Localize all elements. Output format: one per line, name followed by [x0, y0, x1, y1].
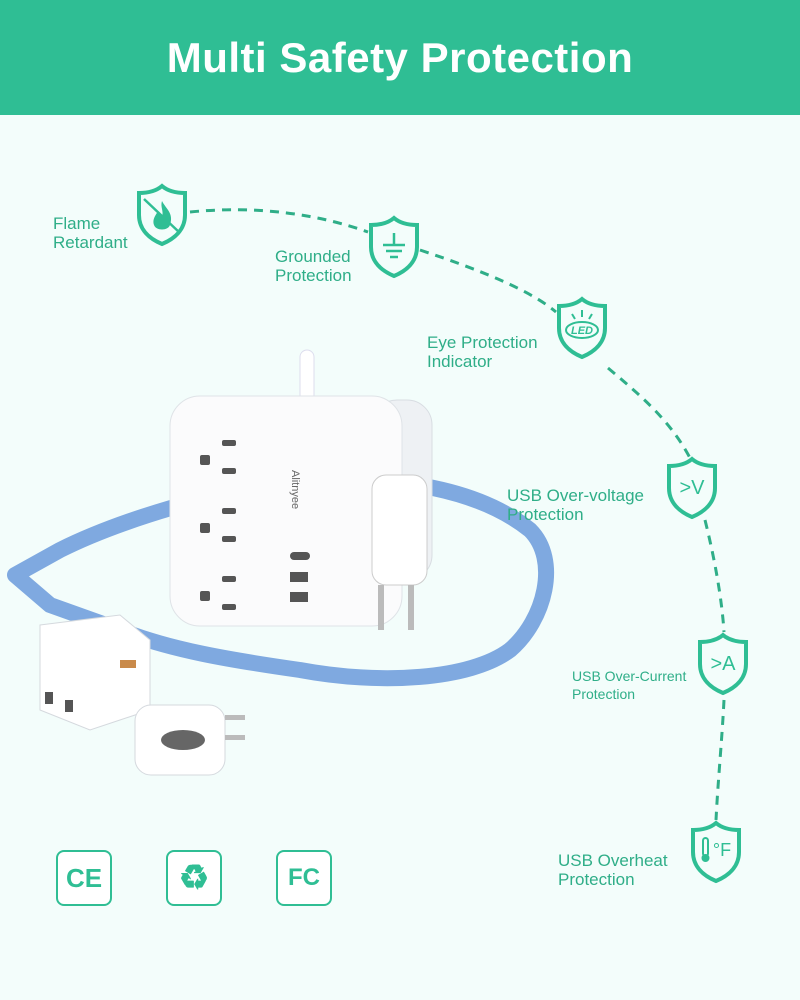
header-banner: Multi Safety Protection	[0, 0, 800, 115]
over-current-shield-icon: >A	[698, 632, 748, 696]
label-line: USB Over-Current	[572, 668, 687, 684]
label-line: USB Over-voltage	[507, 486, 644, 505]
fcc-cert-icon: FC	[276, 850, 332, 906]
label-line: Grounded	[275, 247, 351, 266]
overheat-shield-icon: °F	[691, 820, 741, 884]
label-line: Eye Protection	[427, 333, 538, 352]
ce-cert-icon: CE	[56, 850, 112, 906]
cert-text: ♻	[178, 859, 210, 897]
svg-text:Alitnyee: Alitnyee	[289, 470, 301, 509]
label-line: Indicator	[427, 352, 493, 371]
power-strip-product-image: Alitnyee	[7, 349, 555, 776]
ground-shield-icon	[369, 215, 419, 279]
recycle-cert-icon: ♻	[166, 850, 222, 906]
label-line: Protection	[558, 870, 635, 889]
page-title: Multi Safety Protection	[166, 33, 634, 81]
label-line: Flame	[53, 214, 101, 233]
label-line: USB Overheat	[558, 851, 668, 870]
over-voltage-shield-icon: >V	[667, 456, 717, 520]
flame-shield-icon	[137, 183, 187, 247]
svg-text:LED: LED	[571, 325, 593, 337]
cert-text: FC	[288, 864, 320, 891]
label-line: Protection	[572, 686, 636, 702]
label-line: Protection	[275, 266, 352, 285]
label-line: Retardant	[53, 233, 128, 252]
svg-text:>A: >A	[710, 653, 736, 675]
cert-text: CE	[65, 862, 103, 893]
led-shield-icon: LED	[557, 296, 607, 360]
svg-text:>V: >V	[679, 477, 705, 499]
label-line: Protection	[507, 505, 584, 524]
svg-text:°F: °F	[713, 840, 731, 860]
